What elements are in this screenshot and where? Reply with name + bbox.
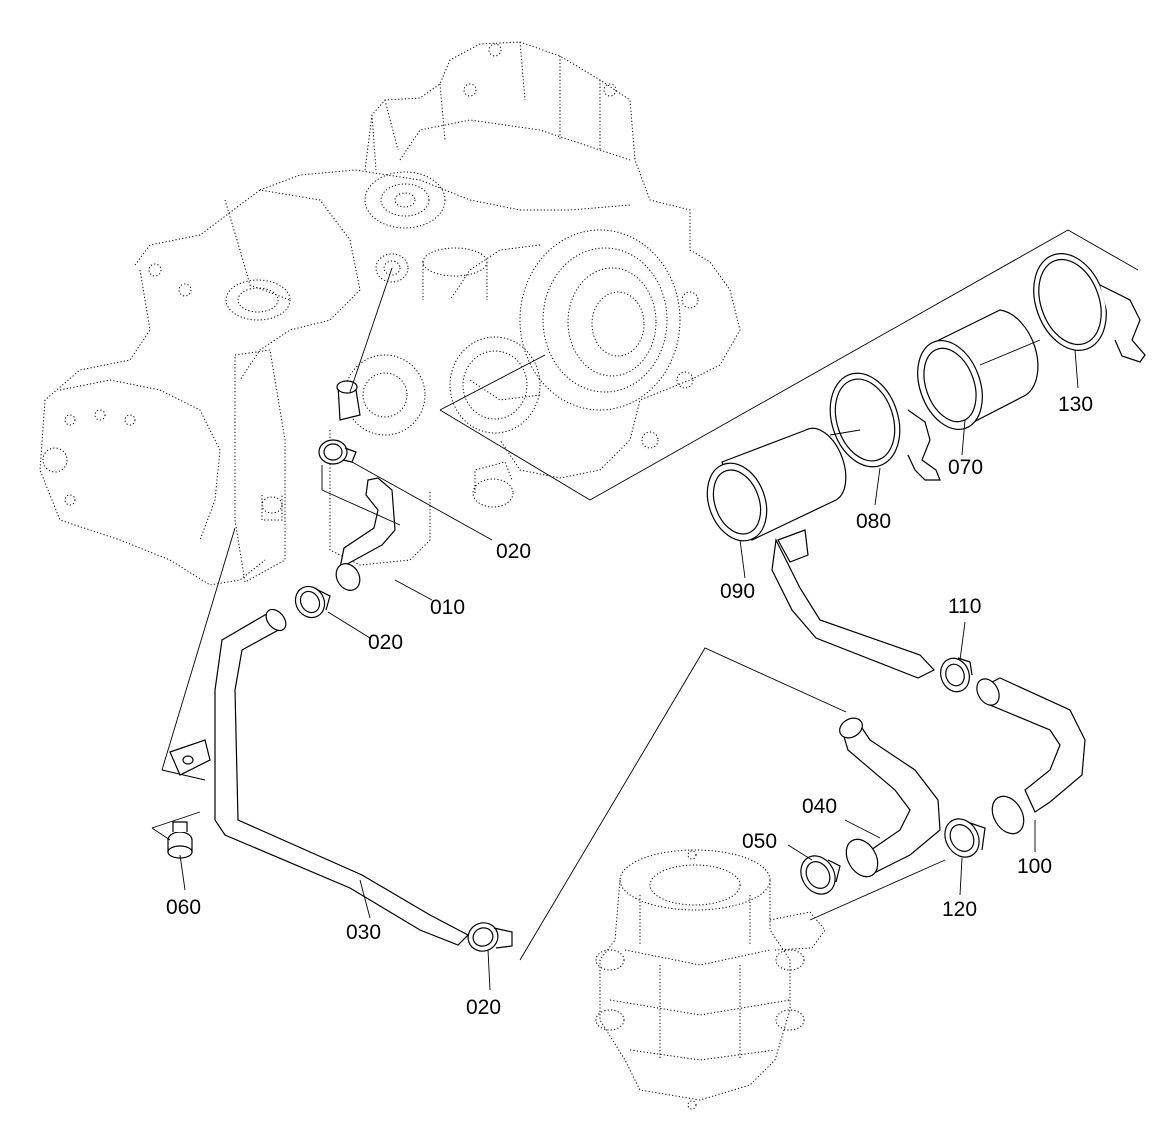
label-120[interactable]: 120 <box>942 898 977 921</box>
bolt-060 <box>167 821 193 859</box>
leader-lines <box>151 229 1139 991</box>
part-labels: 020 010 020 030 020 060 090 080 070 130 … <box>166 393 1093 1019</box>
clamp-020a <box>318 439 357 465</box>
label-010[interactable]: 010 <box>430 596 465 619</box>
hose-040 <box>839 717 941 878</box>
label-060[interactable]: 060 <box>166 896 201 919</box>
water-pump-housing <box>595 849 826 1110</box>
label-020-middle[interactable]: 020 <box>368 631 403 654</box>
clamp-110 <box>940 657 973 693</box>
hose-upper-nipple <box>336 380 361 421</box>
label-020-lower[interactable]: 020 <box>466 996 501 1019</box>
label-030[interactable]: 030 <box>346 921 381 944</box>
clamp-080 <box>829 372 941 481</box>
clamp-020b <box>294 585 331 619</box>
hose-070 <box>917 309 1039 431</box>
clamp-120 <box>944 818 986 858</box>
label-070[interactable]: 070 <box>948 456 983 479</box>
label-110[interactable]: 110 <box>948 595 981 618</box>
label-080[interactable]: 080 <box>856 510 891 533</box>
label-130[interactable]: 130 <box>1058 393 1093 416</box>
clamp-050 <box>800 855 841 895</box>
clamp-020c <box>467 922 513 952</box>
hose-100 <box>976 677 1086 835</box>
clamp-130 <box>1033 252 1146 363</box>
pipe-assembly-090 <box>706 427 935 679</box>
engine-block <box>39 41 741 586</box>
label-040[interactable]: 040 <box>802 795 837 818</box>
label-050[interactable]: 050 <box>742 830 777 853</box>
label-100[interactable]: 100 <box>1017 855 1052 878</box>
hose-010 <box>335 477 396 591</box>
hose-030 <box>214 608 470 946</box>
label-020-upper[interactable]: 020 <box>496 540 531 563</box>
label-090[interactable]: 090 <box>720 580 755 603</box>
